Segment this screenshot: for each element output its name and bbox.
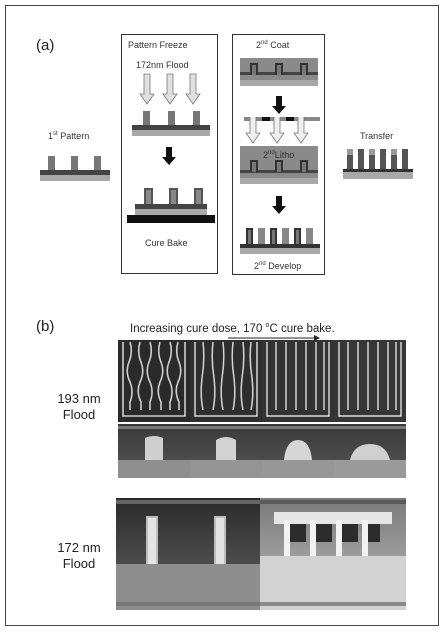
cure-bake-diagram [127,188,215,223]
figure-frame [5,5,439,626]
second-litho-label: 2ndLitho [263,150,295,160]
sem-cross-3 [262,424,334,478]
coat-down-arrow [272,96,286,114]
second-develop-label: 2nd Develop [254,261,302,271]
flood-193-label: 193 nm Flood [57,391,101,422]
increasing-dose-arrow [228,335,320,341]
sem-172-cross-2 [260,498,406,610]
panel-b-label: (b) [36,318,55,335]
sem-topdown-3 [262,340,334,422]
sem-topdown-1 [118,340,190,422]
second-develop-diagram [240,228,320,254]
freeze-down-arrow [162,147,176,165]
flood-arrows-diagram [139,73,201,105]
flood-172-label: 172nm Flood [136,60,189,70]
sem-cross-1 [118,424,190,478]
second-coat-label: 2nd Coat [256,40,290,50]
freeze-pattern-diagram [132,111,210,136]
panel-a-label: (a) [36,37,55,54]
sem-topdown-2 [190,340,262,422]
sem-172-cross-1 [116,498,260,610]
first-pattern-diagram [40,156,110,181]
flood-172-side-label: 172 nm Flood [57,540,101,571]
second-coat-diagram [240,58,318,86]
litho-down-arrow [272,196,286,214]
second-litho-diagram [240,146,318,184]
sem-topdown-4 [334,340,406,422]
pattern-freeze-box [121,34,218,274]
litho-mask-diagram [244,117,320,144]
transfer-diagram [343,149,413,179]
first-pattern-label: 1st Pattern [48,131,90,141]
cure-dose-header: Increasing cure dose, 170 oC cure bake. [130,322,335,335]
pattern-freeze-title: Pattern Freeze [128,40,188,50]
sem-cross-4 [334,424,406,478]
sem-cross-2 [190,424,262,478]
cure-bake-label: Cure Bake [145,238,188,248]
transfer-label: Transfer [360,131,394,141]
second-process-box [232,34,325,275]
